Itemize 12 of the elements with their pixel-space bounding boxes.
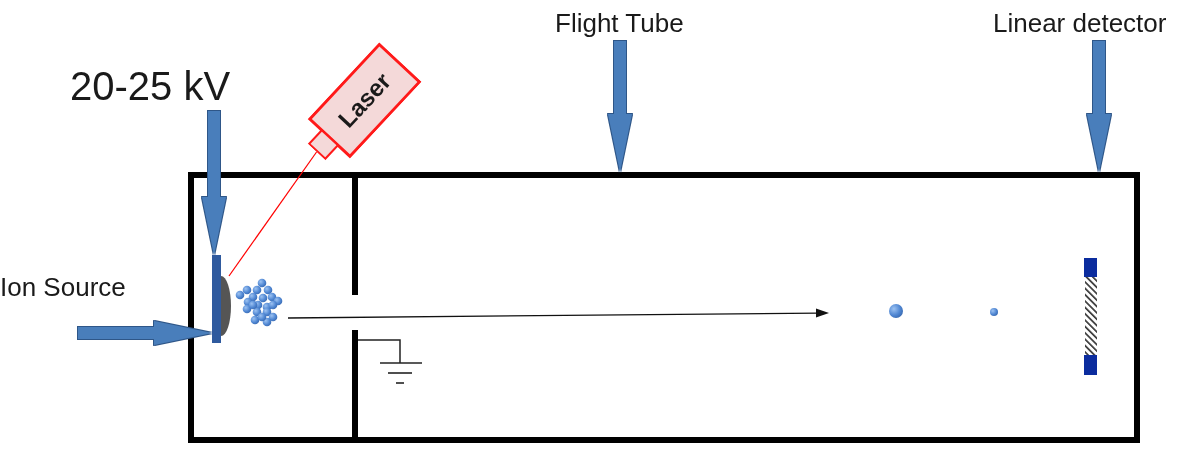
- detector-label: Linear detector: [993, 9, 1167, 39]
- flight-tube: [188, 172, 1140, 443]
- ion-source-label: Ion Source: [0, 273, 126, 303]
- arrow: [608, 40, 632, 172]
- flight-tube-label: Flight Tube: [555, 9, 684, 39]
- arrow: [202, 111, 226, 255]
- arrow: [78, 321, 212, 345]
- arrow: [1087, 40, 1111, 172]
- sample-spot: [221, 276, 231, 336]
- sample-plate: [212, 255, 221, 343]
- voltage-label: 20-25 kV: [70, 63, 231, 109]
- laser-beam: [228, 151, 318, 277]
